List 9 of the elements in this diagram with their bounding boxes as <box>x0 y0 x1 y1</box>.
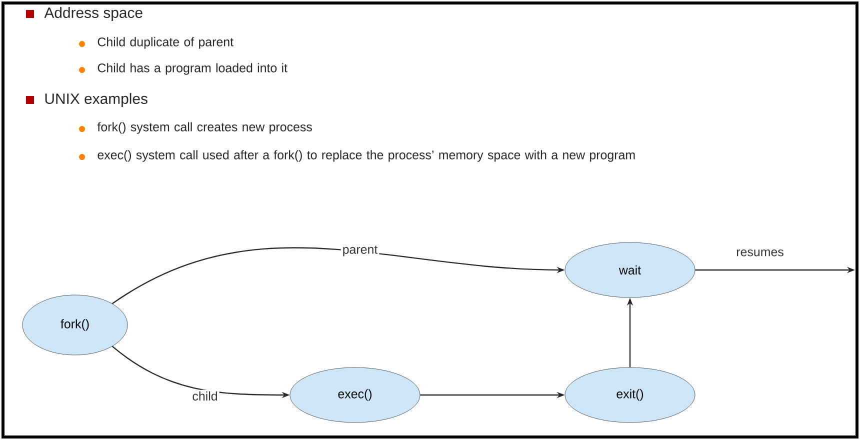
bullet-text: Child duplicate of parent <box>98 37 234 49</box>
bullet-text: fork() system call creates new process <box>97 122 312 134</box>
edge-label: resumes <box>734 248 786 258</box>
edge-label: child <box>190 390 220 402</box>
bullet-text: Child has a program loaded into it <box>98 63 288 75</box>
heading-text: UNIX examples <box>45 93 148 107</box>
heading-text: Address space <box>44 7 142 21</box>
edge-label: parent <box>340 244 380 258</box>
bullet-text: exec() system call used after a fork() to replace the process’ memory space with a new program <box>98 150 635 162</box>
